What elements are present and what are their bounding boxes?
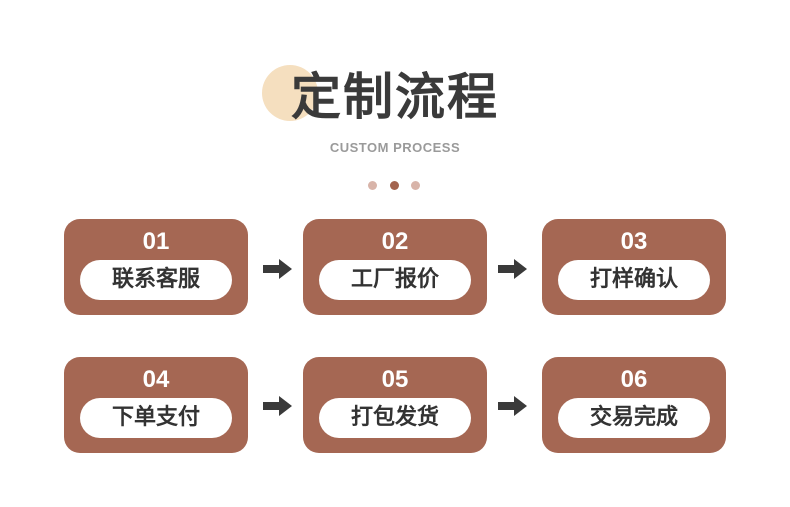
step-label-pill: 工厂报价 <box>319 260 471 300</box>
step-card-01: 01 联系客服 <box>64 219 248 315</box>
step-label-pill: 交易完成 <box>558 398 710 438</box>
step-label-pill: 打样确认 <box>558 260 710 300</box>
step-number: 04 <box>142 366 170 393</box>
indicator-dot <box>411 181 420 190</box>
step-label: 工厂报价 <box>350 267 439 292</box>
step-card-05: 05 打包发货 <box>303 357 487 453</box>
arrow-right-icon <box>498 259 527 279</box>
step-label-pill: 联系客服 <box>80 260 232 300</box>
step-label: 联系客服 <box>111 267 200 292</box>
step-label: 打样确认 <box>589 267 678 292</box>
step-card-04: 04 下单支付 <box>64 357 248 453</box>
step-number: 02 <box>381 228 409 255</box>
arrow-right-icon <box>498 396 527 416</box>
step-number: 06 <box>620 366 648 393</box>
page-subtitle: CUSTOM PROCESS <box>329 140 461 155</box>
step-label: 打包发货 <box>350 405 439 430</box>
step-number: 03 <box>620 228 648 255</box>
indicator-dot-active <box>390 181 399 190</box>
step-label: 交易完成 <box>589 405 678 430</box>
step-number: 05 <box>381 366 409 393</box>
step-number: 01 <box>142 228 170 255</box>
arrow-right-icon <box>263 259 292 279</box>
step-label: 下单支付 <box>111 405 200 430</box>
step-label-pill: 打包发货 <box>319 398 471 438</box>
arrow-right-icon <box>263 396 292 416</box>
step-card-03: 03 打样确认 <box>542 219 726 315</box>
step-label-pill: 下单支付 <box>80 398 232 438</box>
page-title: 定制流程 <box>291 68 499 126</box>
indicator-dot <box>368 181 377 190</box>
step-card-06: 06 交易完成 <box>542 357 726 453</box>
step-card-02: 02 工厂报价 <box>303 219 487 315</box>
title-decoration-circle <box>262 65 318 121</box>
